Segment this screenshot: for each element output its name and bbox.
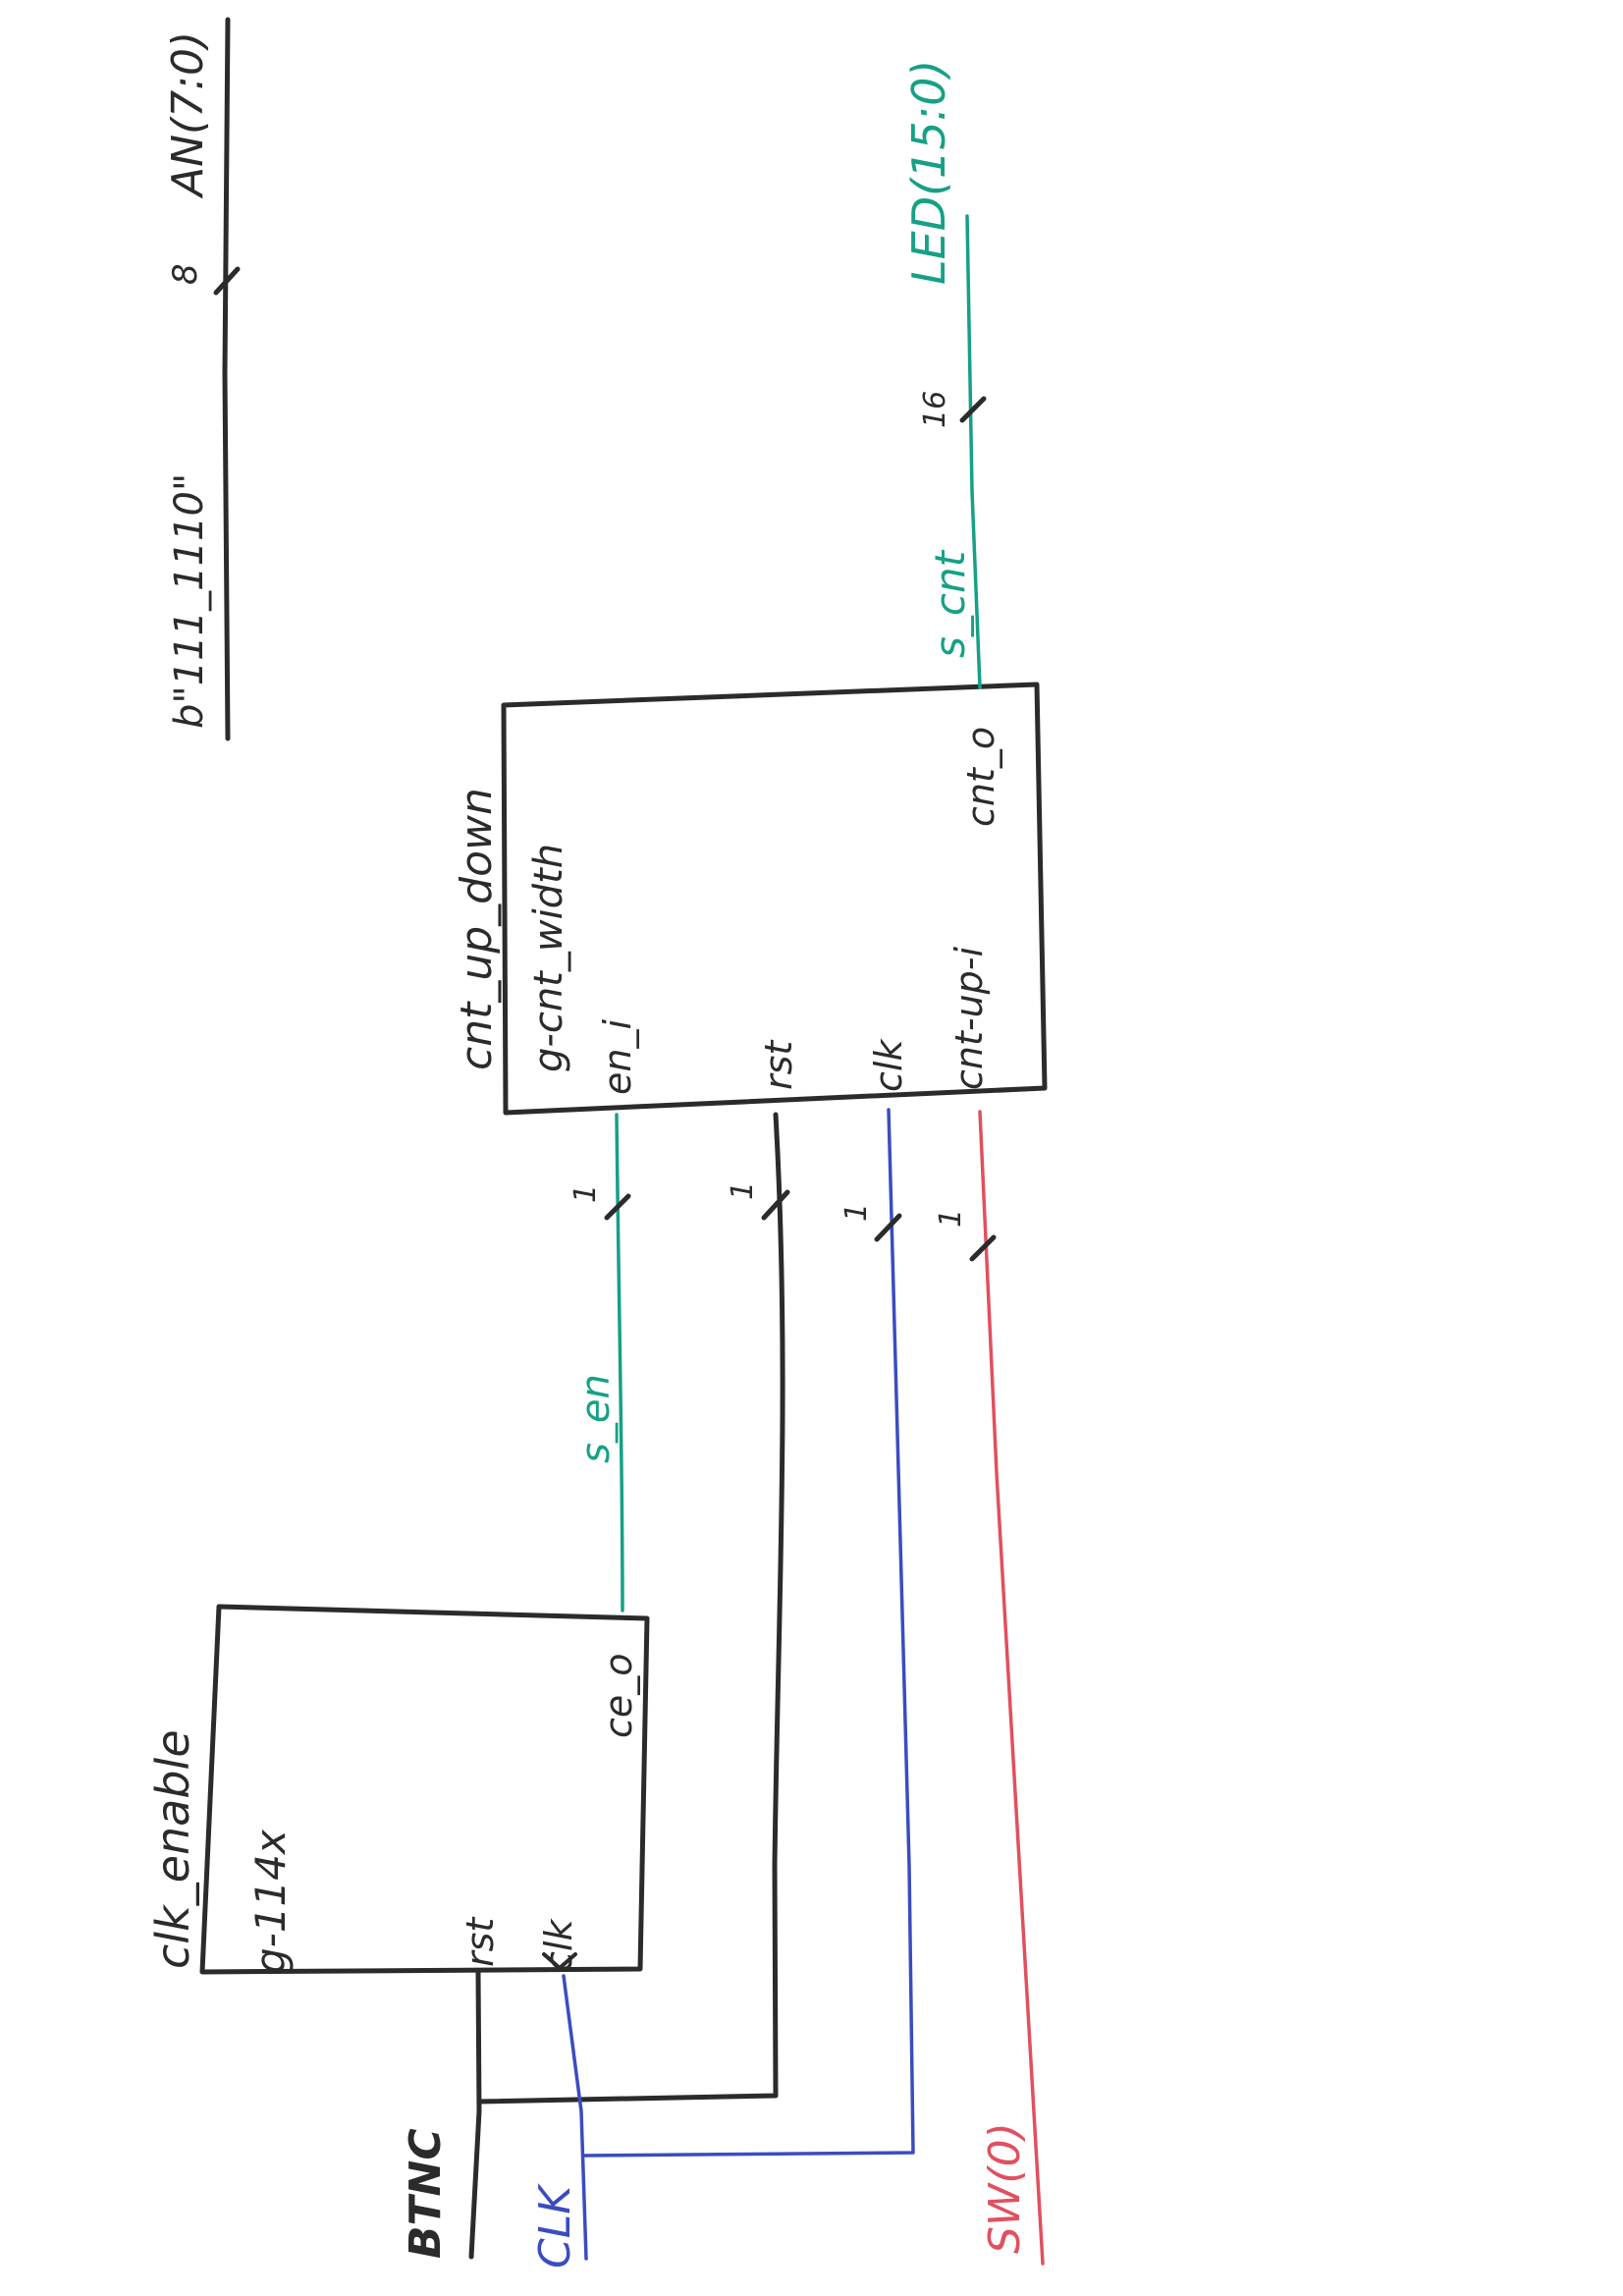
- sw0-width-label: 1: [934, 1209, 968, 1228]
- clk-enable-block[interactable]: [199, 1604, 650, 1975]
- clk-enable-port-clk: clk: [537, 1918, 580, 1972]
- clk-wire[interactable]: [562, 1974, 588, 2261]
- clk-enable-name: clk_enable: [146, 1729, 199, 1969]
- an-output-label: AN(7:0): [163, 31, 213, 199]
- s-en-width-tick: [604, 1193, 631, 1221]
- an-width-tick: [213, 266, 241, 296]
- btnc-label: BTNC: [401, 2128, 451, 2259]
- cnt-up-down-port-clk: clk: [867, 1038, 910, 1092]
- cnt-up-down-port-en-i: en_i: [596, 1019, 639, 1095]
- clk-edge-marker-icon: [542, 1952, 577, 1970]
- an-wire[interactable]: [222, 17, 231, 741]
- s-cnt-wire[interactable]: [965, 214, 982, 689]
- cnt-up-down-port-cnt-up-i: cnt-up-i: [947, 946, 991, 1090]
- rst-width-label: 1: [726, 1181, 760, 1200]
- sw0-width-tick: [969, 1234, 997, 1262]
- clk-input-label: CLK: [530, 2183, 580, 2269]
- an-width-label: 8: [166, 263, 205, 285]
- rst-width-tick: [761, 1189, 790, 1221]
- s-en-label: s_en: [573, 1374, 619, 1463]
- rst-branch-wire[interactable]: [476, 1112, 785, 2105]
- cnt-up-down-port-cnt-o: cnt_o: [959, 727, 1002, 827]
- s-cnt-width-tick: [959, 396, 987, 423]
- clk-width-tick: [874, 1213, 902, 1242]
- sw0-wire[interactable]: [978, 1110, 1045, 2266]
- s-cnt-width-label: 16: [918, 391, 952, 428]
- cnt-up-down-name: cnt_up_down: [452, 788, 502, 1070]
- an-constant-label: b"111_1110": [167, 473, 212, 729]
- s-cnt-label: s_cnt: [926, 549, 974, 658]
- clk-width-label: 1: [839, 1203, 874, 1222]
- s-en-width-label: 1: [568, 1184, 603, 1203]
- clk-branch-wire[interactable]: [581, 1108, 915, 2158]
- cnt-up-down-block[interactable]: [501, 682, 1048, 1116]
- cnt-up-down-generic: g-cnt_width: [526, 844, 571, 1072]
- sw0-input-label: SW(0): [980, 2122, 1030, 2254]
- clk-enable-port-rst: rst: [459, 1916, 502, 1967]
- btnc-wire[interactable]: [468, 1969, 482, 2260]
- led-output-label: LED(15:0): [902, 60, 955, 285]
- cnt-up-down-port-rst: rst: [757, 1039, 800, 1090]
- s-en-wire[interactable]: [615, 1113, 624, 1613]
- clk-enable-generic: g-114x: [246, 1829, 295, 1974]
- clk-enable-port-ce-o: ce_o: [597, 1653, 640, 1738]
